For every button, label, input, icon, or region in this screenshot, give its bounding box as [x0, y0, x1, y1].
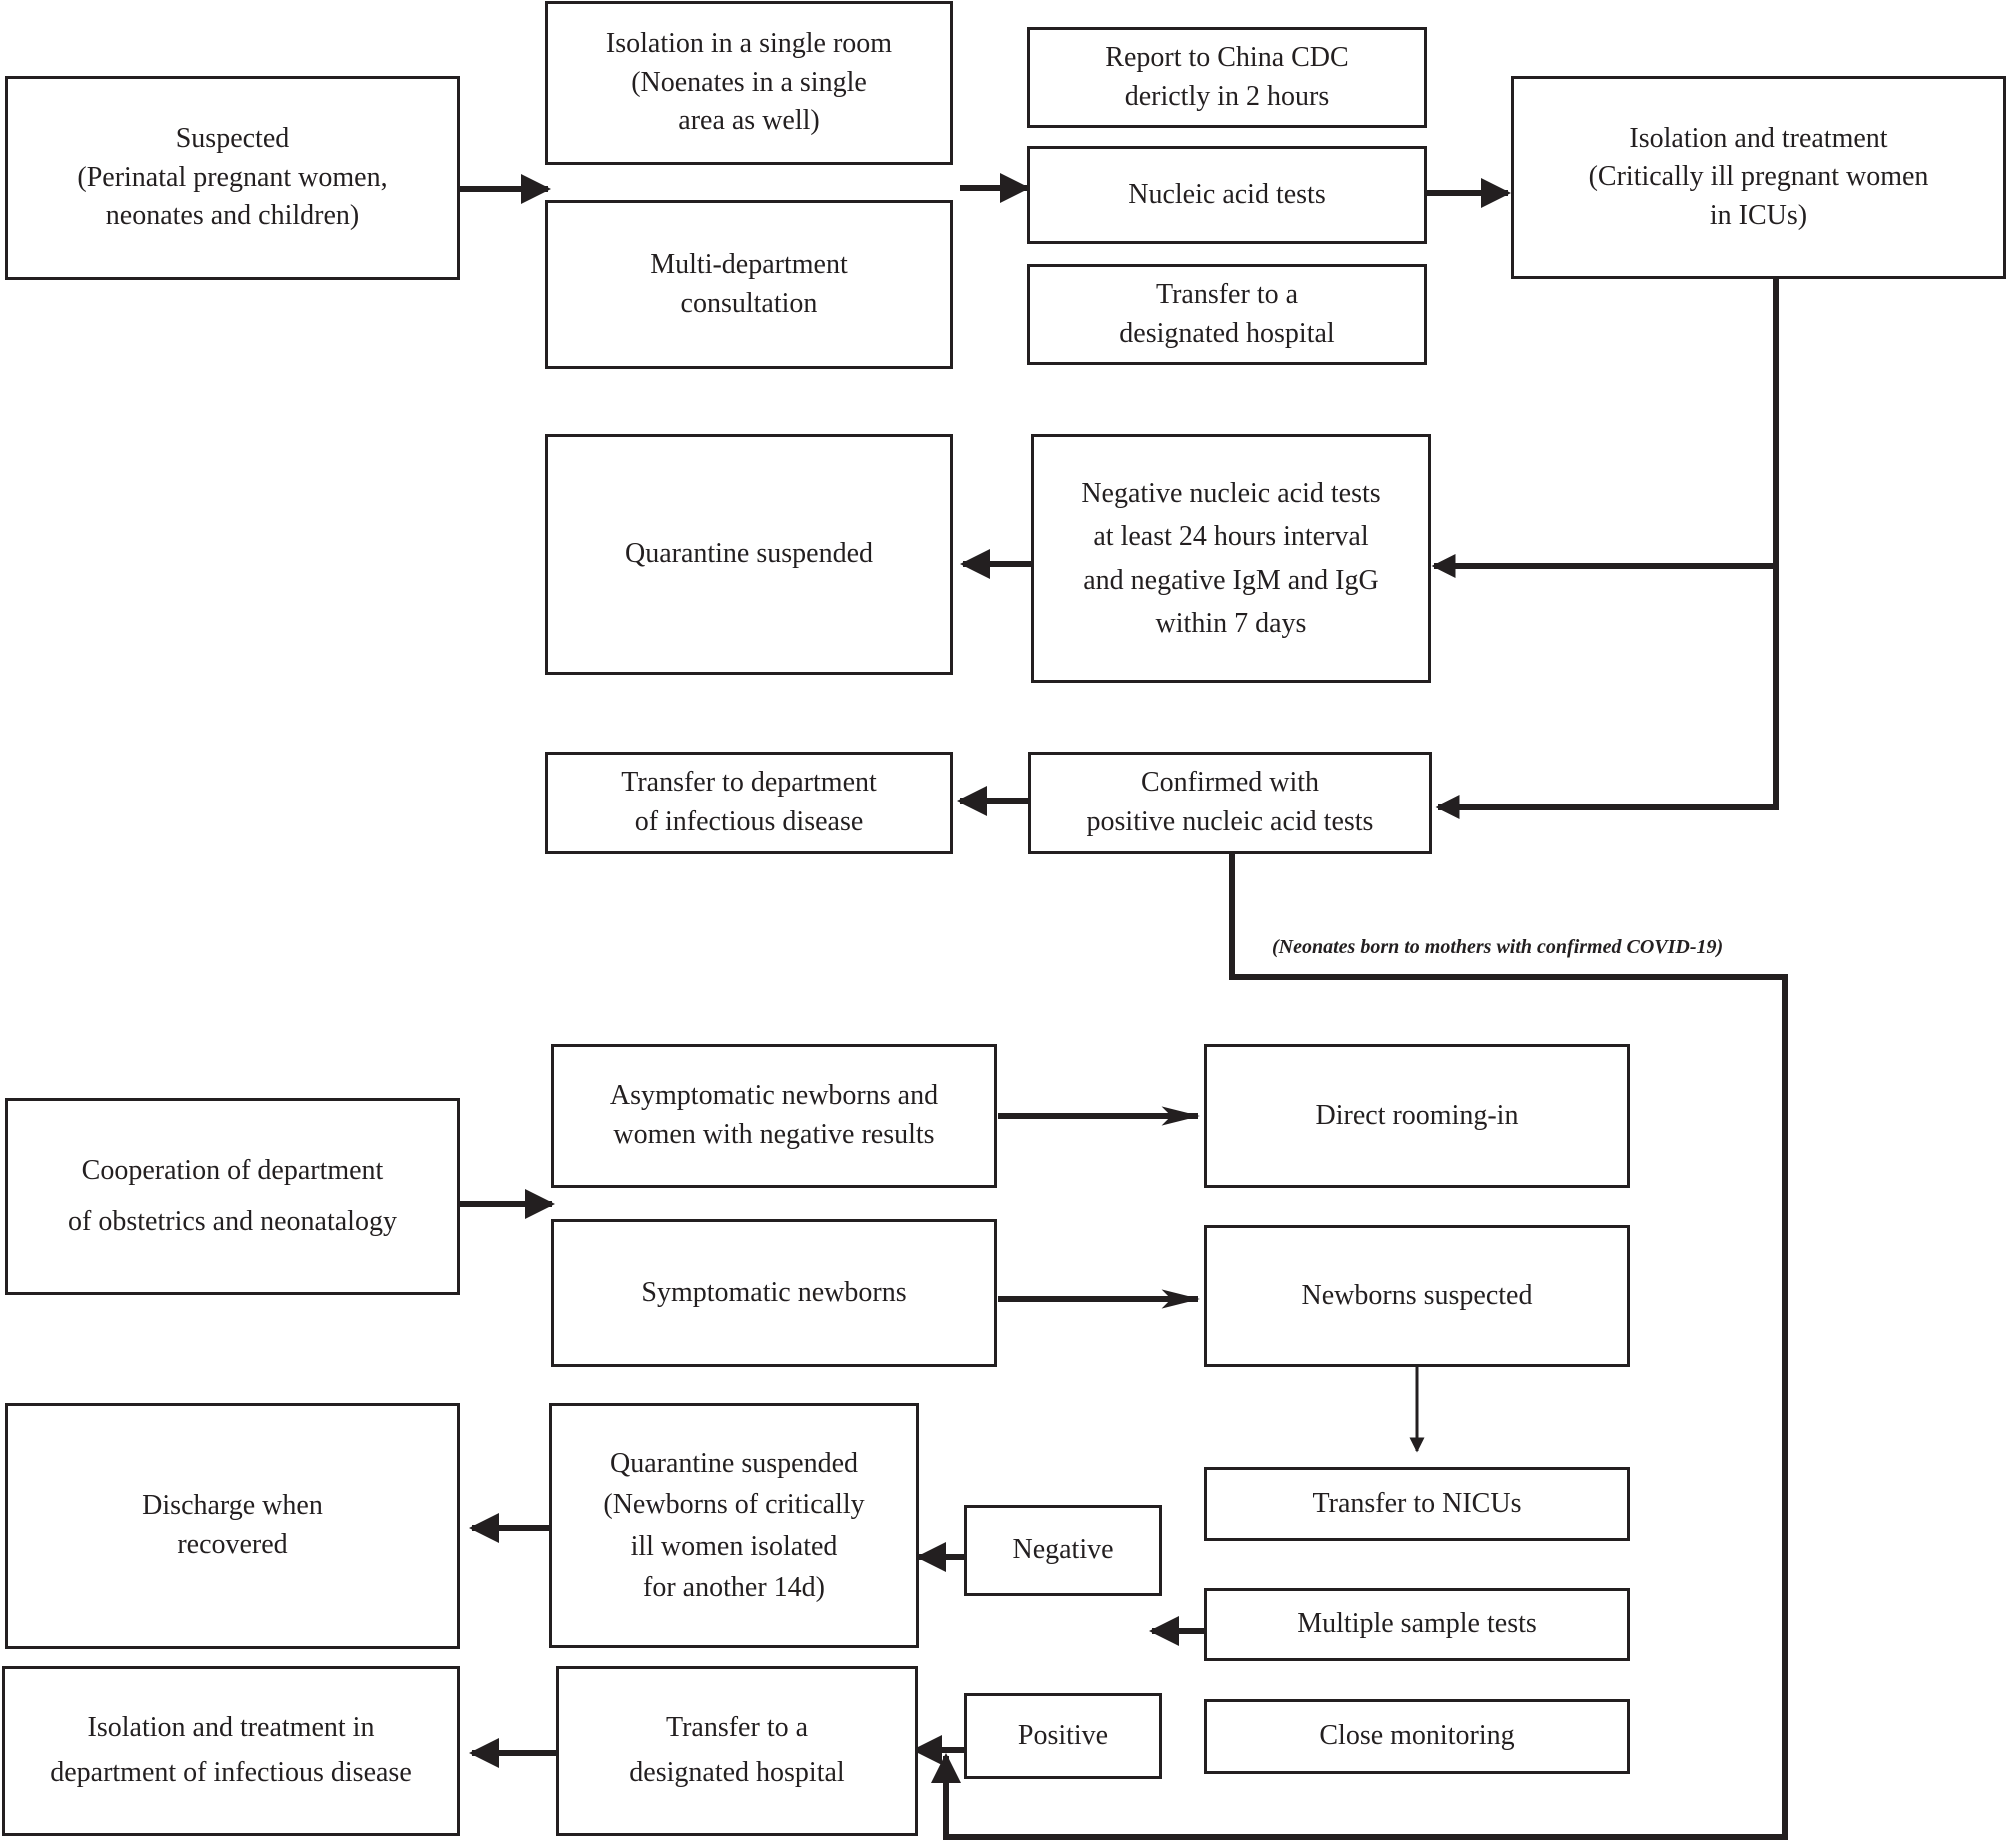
isolation-single-room-box: Isolation in a single room (Noenates in … — [545, 1, 953, 165]
discharge-text: Discharge when recovered — [142, 1490, 323, 1560]
newborns-suspected-text: Newborns suspected — [1301, 1279, 1533, 1311]
transfer-infectious-text: Transfer to department of infectious dis… — [621, 767, 877, 837]
negative-tests-box: Negative nucleic acid tests at least 24 … — [1031, 434, 1431, 683]
discharge-box: Discharge when recovered — [5, 1403, 460, 1649]
quarantine-suspended-text: Quarantine suspended — [624, 538, 874, 570]
symptomatic-text: Symptomatic newborns — [641, 1276, 907, 1308]
quarantine-suspended-14d-text: Quarantine suspended (Newborns of critic… — [603, 1447, 865, 1603]
cooperation-text: Cooperation of department of obstetrics … — [68, 1155, 397, 1237]
treatment-branch-line — [1435, 279, 1779, 819]
multi-department-box: Multi-department consultation — [545, 200, 953, 369]
negative-result-text: Negative — [1012, 1534, 1114, 1566]
neonates-route-line — [931, 854, 1788, 1840]
negative-tests-text: Negative nucleic acid tests at least 24 … — [1081, 477, 1381, 639]
newborns-suspected-box: Newborns suspected — [1204, 1225, 1630, 1367]
cooperation-box: Cooperation of department of obstetrics … — [5, 1098, 460, 1295]
close-monitoring-box: Close monitoring — [1204, 1699, 1630, 1774]
positive-result-box: Positive — [964, 1693, 1162, 1779]
multiple-sample-tests-text: Multiple sample tests — [1297, 1608, 1537, 1640]
suspected-box: Suspected (Perinatal pregnant women, neo… — [5, 76, 460, 280]
transfer-designated-hospital-2-box: Transfer to a designated hospital — [556, 1666, 918, 1836]
direct-rooming-in-box: Direct rooming-in — [1204, 1044, 1630, 1188]
multiple-sample-tests-box: Multiple sample tests — [1204, 1588, 1630, 1661]
confirmed-positive-box: Confirmed with positive nucleic acid tes… — [1028, 752, 1432, 854]
close-monitoring-text: Close monitoring — [1319, 1720, 1515, 1752]
confirmed-positive-text: Confirmed with positive nucleic acid tes… — [1086, 767, 1374, 837]
transfer-designated-hospital-text: Transfer to a designated hospital — [1119, 278, 1335, 349]
symptomatic-box: Symptomatic newborns — [551, 1219, 997, 1367]
isolation-treatment-text: Isolation and treatment (Critically ill … — [1588, 122, 1929, 231]
isolation-infectious-text: Isolation and treatment in department of… — [50, 1712, 412, 1788]
transfer-nicus-text: Transfer to NICUs — [1312, 1487, 1522, 1519]
transfer-nicus-box: Transfer to NICUs — [1204, 1467, 1630, 1541]
quarantine-suspended-14d-box: Quarantine suspended (Newborns of critic… — [549, 1403, 919, 1648]
report-cdc-box: Report to China CDC derictly in 2 hours — [1027, 27, 1427, 128]
suspected-text: Suspected (Perinatal pregnant women, neo… — [77, 123, 388, 232]
nucleic-acid-tests-text: Nucleic acid tests — [1128, 178, 1326, 210]
positive-result-text: Positive — [1017, 1719, 1109, 1751]
nucleic-acid-tests-box: Nucleic acid tests — [1027, 146, 1427, 244]
isolation-single-room-text: Isolation in a single room (Noenates in … — [605, 28, 893, 137]
asymptomatic-box: Asymptomatic newborns and women with neg… — [551, 1044, 997, 1188]
transfer-designated-hospital-2-text: Transfer to a designated hospital — [629, 1712, 845, 1788]
multi-department-text: Multi-department consultation — [650, 248, 848, 319]
neonates-annotation: (Neonates born to mothers with confirmed… — [1272, 936, 1724, 958]
quarantine-suspended-box: Quarantine suspended — [545, 434, 953, 675]
negative-result-box: Negative — [964, 1505, 1162, 1596]
asymptomatic-text: Asymptomatic newborns and women with neg… — [609, 1080, 939, 1150]
direct-rooming-in-text: Direct rooming-in — [1315, 1099, 1519, 1131]
transfer-designated-hospital-box: Transfer to a designated hospital — [1027, 264, 1427, 365]
isolation-treatment-box: Isolation and treatment (Critically ill … — [1511, 76, 2006, 279]
report-cdc-text: Report to China CDC derictly in 2 hours — [1105, 41, 1349, 112]
isolation-infectious-box: Isolation and treatment in department of… — [2, 1666, 460, 1836]
transfer-infectious-box: Transfer to department of infectious dis… — [545, 752, 953, 854]
